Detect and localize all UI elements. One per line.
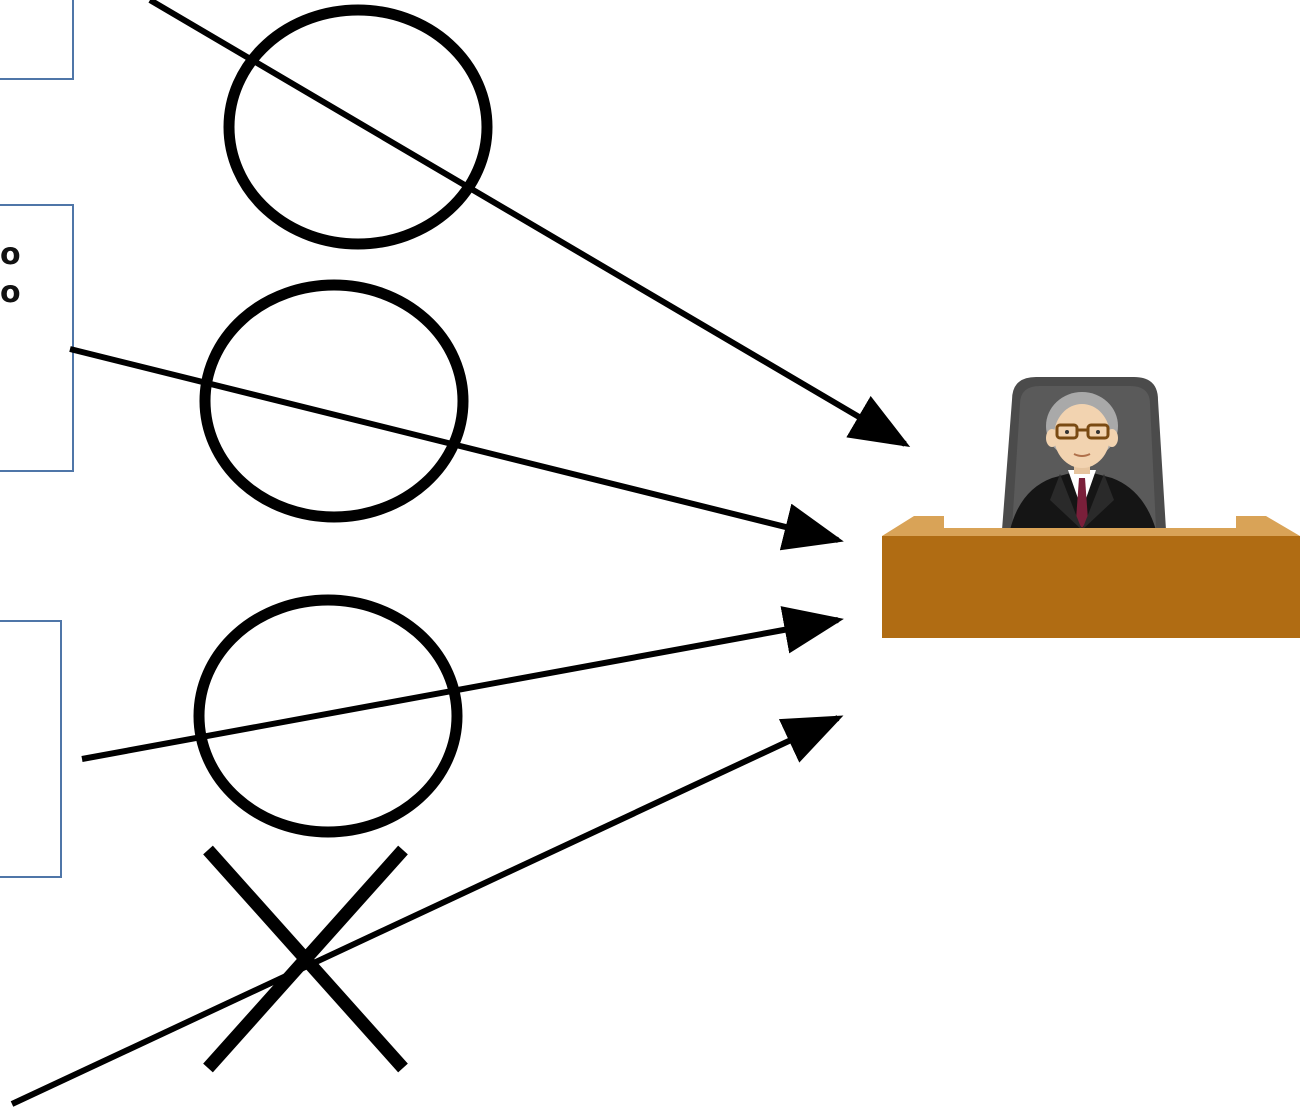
source-box-2-line-1: o <box>0 237 21 272</box>
source-box-2-text: o o <box>0 236 21 312</box>
arrow-1 <box>148 0 911 448</box>
source-box-1 <box>0 0 74 80</box>
check-circle-1 <box>223 4 493 250</box>
arrow-3 <box>81 606 844 762</box>
judge-at-bench-icon <box>882 377 1300 638</box>
arrow-2 <box>69 346 844 551</box>
check-circle-2 <box>199 279 469 523</box>
arrow-4 <box>10 715 844 1107</box>
check-circle-3 <box>193 594 463 838</box>
source-box-2-line-2: o <box>0 275 21 310</box>
reject-cross <box>203 845 408 1073</box>
source-box-2 <box>0 204 74 472</box>
source-box-3 <box>0 620 62 878</box>
